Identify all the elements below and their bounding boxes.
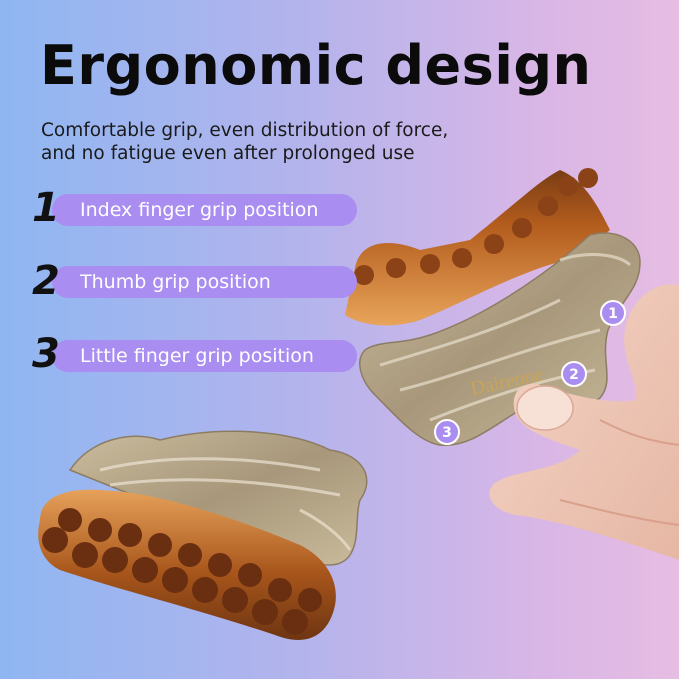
grip-marker-3: 3 — [434, 419, 460, 445]
svg-text:1: 1 — [608, 306, 618, 322]
grip-pill-thumb: Thumb grip position — [52, 266, 357, 298]
subtitle-line-1: Comfortable grip, even distribution of f… — [41, 120, 449, 141]
grip-pill-index: Index finger grip position — [52, 194, 357, 226]
grip-marker-1: 1 — [600, 300, 626, 326]
grip-marker-2: 2 — [561, 361, 587, 387]
grip-pill-little: Little finger grip position — [52, 340, 357, 372]
grip-number-1: 1 — [32, 185, 60, 231]
grip-label-index: Index finger grip position — [80, 199, 319, 221]
grip-number-3: 3 — [32, 331, 60, 377]
subtitle-line-2: and no fatigue even after prolonged use — [41, 143, 415, 164]
svg-text:3: 3 — [442, 425, 452, 441]
grip-label-thumb: Thumb grip position — [80, 271, 271, 293]
hand — [489, 284, 679, 560]
svg-text:2: 2 — [569, 367, 579, 383]
finger-crease — [599, 419, 679, 446]
grip-label-little: Little finger grip position — [80, 345, 314, 367]
page-title: Ergonomic design — [40, 34, 592, 97]
subtitle: Comfortable grip, even distribution of f… — [41, 119, 448, 165]
thumb-nail — [516, 385, 574, 431]
grip-number-2: 2 — [32, 258, 60, 304]
right-brush-handle — [359, 232, 641, 446]
